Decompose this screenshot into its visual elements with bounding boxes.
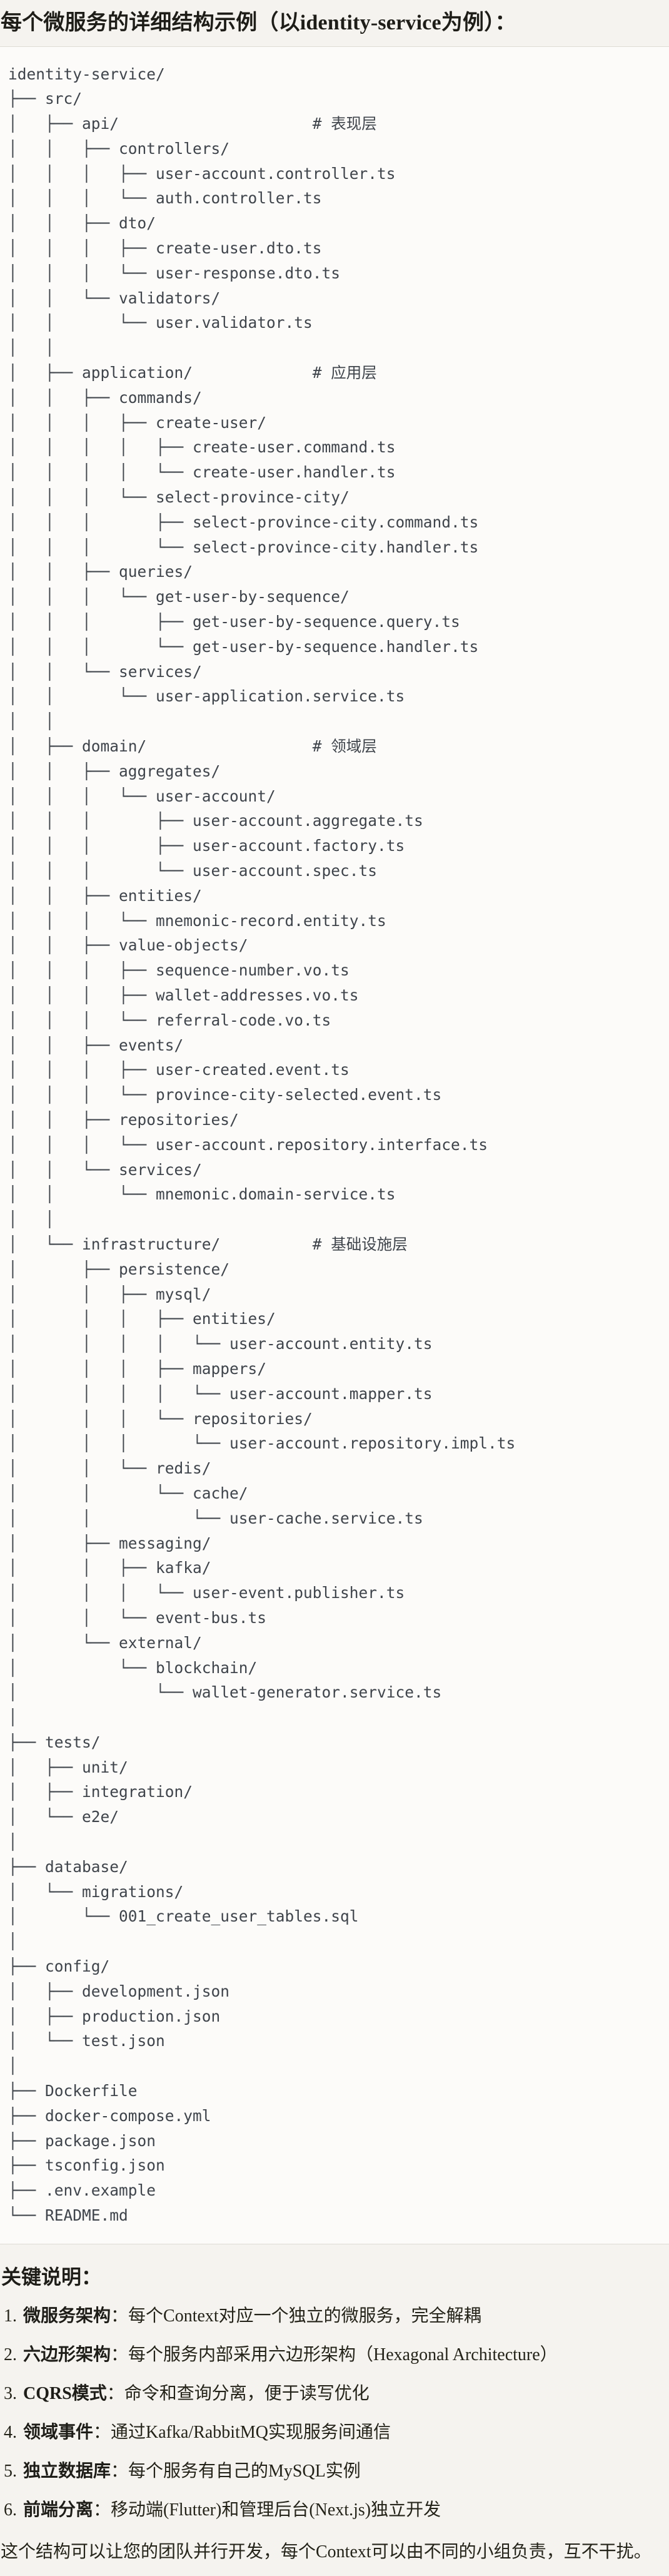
list-item-label: 前端分离	[23, 2500, 94, 2520]
list-item-text: ：命令和查询分离，便于读写优化	[106, 2384, 370, 2404]
list-item-text: ：通过Kafka/RabbitMQ实现服务间通信	[93, 2423, 391, 2443]
list-item-label: 独立数据库	[23, 2461, 111, 2482]
notes-list: 1. 微服务架构：每个Context对应一个独立的微服务，完全解耦 2. 六边形架构…	[0, 2305, 669, 2522]
list-item-number: 2.	[4, 2345, 17, 2365]
list-item-label: CQRS模式	[23, 2384, 107, 2404]
list-item: 6. 前端分离：移动端(Flutter)和管理后台(Next.js)独立开发	[4, 2499, 669, 2522]
list-item-text: ：移动端(Flutter)和管理后台(Next.js)独立开发	[93, 2500, 441, 2520]
footer-paragraph: 这个结构可以让您的团队并行开发，每个Context可以由不同的小组负责，互不干扰…	[1, 2542, 651, 2562]
code-block: identity-service/ ├── src/ │ ├── api/ # …	[0, 46, 669, 2244]
list-item-text: ：每个服务内部采用六边形架构（Hexagonal Architecture）	[111, 2345, 558, 2365]
file-tree-text: identity-service/ ├── src/ │ ├── api/ # …	[8, 64, 516, 2225]
list-item: 5. 独立数据库：每个服务有自己的MySQL实例	[4, 2460, 669, 2483]
list-item: 2. 六边形架构：每个服务内部采用六边形架构（Hexagonal Architec…	[4, 2344, 669, 2366]
page-title: 每个微服务的详细结构示例（以identity-service为例）：	[1, 11, 516, 34]
list-item-text: ：每个服务有自己的MySQL实例	[111, 2461, 361, 2482]
list-item-label: 领域事件	[23, 2423, 94, 2443]
list-item-label: 微服务架构	[23, 2306, 111, 2326]
list-item-number: 1.	[4, 2306, 17, 2326]
list-item: 4. 领域事件：通过Kafka/RabbitMQ实现服务间通信	[4, 2421, 669, 2444]
notes-heading: 关键说明：	[1, 2265, 102, 2288]
list-item: 3. CQRS模式：命令和查询分离，便于读写优化	[4, 2383, 669, 2405]
list-item-number: 4.	[4, 2423, 17, 2443]
list-item: 1. 微服务架构：每个Context对应一个独立的微服务，完全解耦	[4, 2305, 669, 2328]
list-item-text: ：每个Context对应一个独立的微服务，完全解耦	[111, 2306, 481, 2326]
list-item-number: 5.	[4, 2461, 17, 2482]
list-item-number: 6.	[4, 2500, 17, 2520]
list-item-label: 六边形架构	[23, 2345, 111, 2365]
list-item-number: 3.	[4, 2384, 17, 2404]
